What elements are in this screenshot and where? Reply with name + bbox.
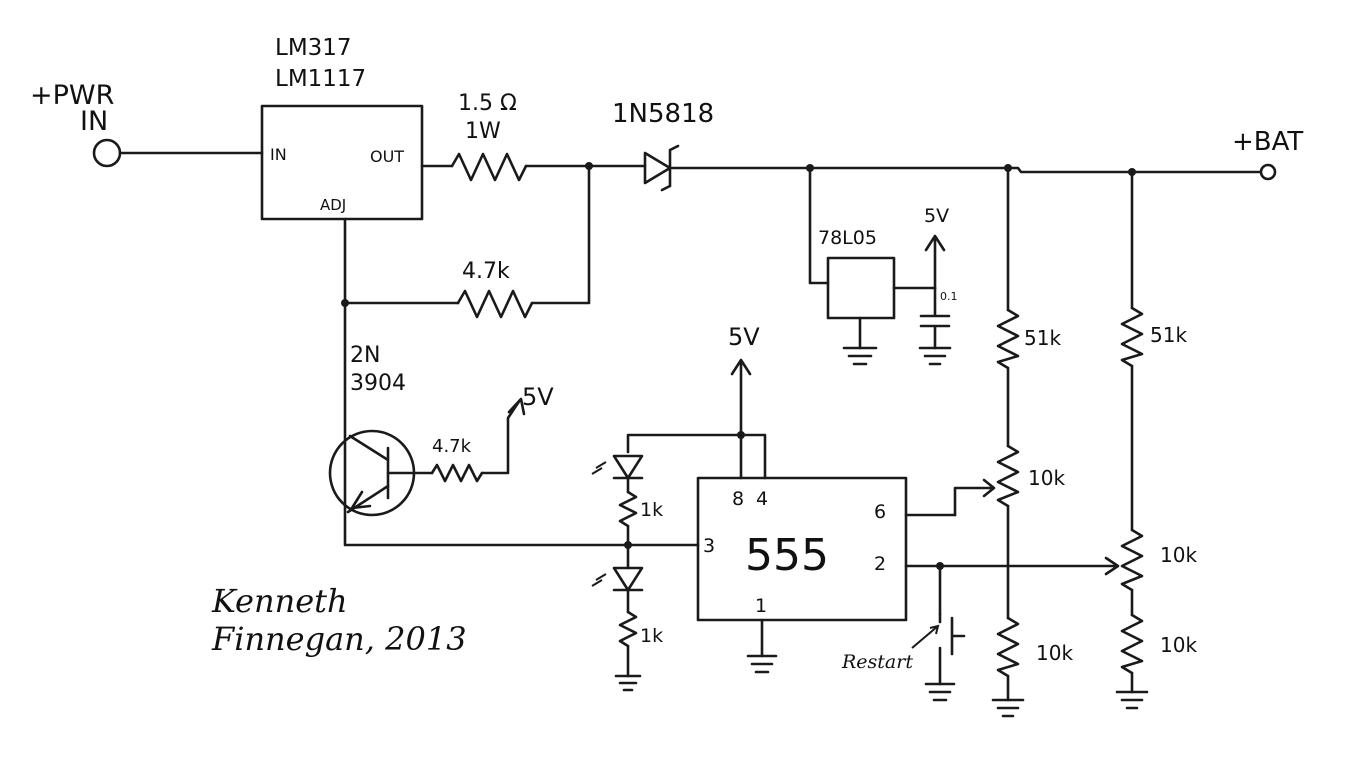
regulator-label-1: LM317 — [275, 35, 352, 61]
r-div2-bottom-label: 10k — [1160, 633, 1197, 657]
ground-78l05 — [842, 346, 878, 366]
pin-out-label: OUT — [370, 147, 404, 166]
cap-78l05-label: 0.1 — [940, 290, 958, 303]
bat-label: +BAT — [1232, 127, 1303, 157]
lm317-regulator — [260, 104, 424, 221]
ground-cap — [918, 346, 952, 366]
pot-div1-label: 10k — [1028, 466, 1065, 490]
resistor-div1-top — [996, 308, 1020, 370]
regulator-78l05 — [826, 256, 896, 320]
resistor-sense — [450, 152, 528, 182]
r-div2-top-label: 51k — [1150, 323, 1187, 347]
pot-div2 — [1120, 528, 1144, 592]
pin-adj-label: ADJ — [320, 196, 346, 214]
resistor-div2-bottom — [1120, 613, 1144, 675]
transistor-collector — [348, 434, 390, 462]
led-bottom — [612, 566, 644, 592]
transistor-label-2: 3904 — [350, 371, 406, 396]
pwr-in-label-1: +PWR — [30, 80, 114, 111]
pin1-label: 1 — [755, 595, 767, 617]
resistor-led-top — [618, 490, 638, 528]
led-r-bottom-label: 1k — [640, 625, 663, 647]
resistor-adj — [456, 289, 534, 319]
pot-div2-label: 10k — [1160, 543, 1197, 567]
pin8-label: 8 — [732, 488, 744, 510]
capacitor-78l05 — [919, 286, 951, 350]
pin2-label: 2 — [874, 553, 886, 575]
pin6-label: 6 — [874, 501, 886, 523]
r-sense-value-label: 1.5 Ω — [458, 91, 517, 116]
junction-div1 — [1004, 164, 1012, 172]
r-base-label: 4.7k — [432, 436, 472, 457]
resistor-base — [430, 463, 484, 483]
pin4-label: 4 — [756, 488, 768, 510]
wire-base-5v — [480, 397, 526, 475]
r-adj-label: 4.7k — [462, 259, 510, 284]
restart-button — [938, 612, 966, 686]
led-top — [612, 454, 644, 480]
v5-555-label: 5V — [728, 323, 760, 351]
regulator-label-2: LM1117 — [275, 66, 366, 92]
junction-78l05 — [806, 164, 814, 172]
wire-bat-rail — [668, 166, 1262, 174]
pin-in-label: IN — [270, 145, 287, 164]
wire-adj — [343, 217, 700, 547]
restart-label: Restart — [841, 651, 913, 673]
r-div1-top-label: 51k — [1024, 326, 1061, 350]
resistor-div1-bottom — [996, 616, 1020, 678]
pin3-label: 3 — [703, 535, 715, 557]
pot-div1 — [996, 444, 1020, 508]
junction-pin3 — [624, 541, 632, 549]
junction-div2 — [1128, 168, 1136, 176]
resistor-led-bottom — [618, 610, 638, 648]
restart-arrow — [911, 624, 940, 649]
wire-555-vcc — [730, 358, 752, 480]
pwr-in-label-2: IN — [80, 106, 108, 137]
junction-555-vcc — [737, 431, 745, 439]
led-top-rays — [591, 461, 607, 475]
v5-78l05-label: 5V — [924, 205, 949, 227]
led-bottom-rays — [591, 573, 607, 587]
author-line-2: Finnegan, 2013 — [211, 620, 467, 658]
v5-base-label: 5V — [522, 383, 554, 411]
author-line-1: Kenneth — [211, 582, 348, 620]
ground-555 — [746, 654, 778, 674]
ground-div2 — [1115, 690, 1149, 710]
ground-led — [614, 674, 642, 692]
wire-feedback-right — [530, 164, 591, 305]
arrow-5v-78l05 — [924, 234, 946, 290]
bat-terminal — [1259, 163, 1277, 181]
transistor-label-1: 2N — [350, 343, 380, 368]
pot-div1-wiper — [953, 478, 996, 517]
transistor-emitter — [346, 484, 390, 514]
junction-adj — [341, 299, 349, 307]
timer-555 — [696, 476, 908, 622]
wire-78l05-in — [808, 166, 830, 285]
timer-label: 555 — [745, 530, 829, 581]
wire-555-pin4 — [626, 433, 767, 480]
r-sense-power-label: 1W — [465, 119, 501, 144]
pwr-in-terminal — [92, 138, 122, 168]
r-div1-bottom-label: 10k — [1036, 641, 1073, 665]
resistor-div2-top — [1120, 306, 1144, 368]
ground-div1 — [991, 698, 1025, 718]
reg-78l05-label: 78L05 — [818, 227, 877, 249]
led-r-top-label: 1k — [640, 499, 663, 521]
diode-label: 1N5818 — [612, 99, 714, 129]
ground-restart — [924, 682, 956, 702]
